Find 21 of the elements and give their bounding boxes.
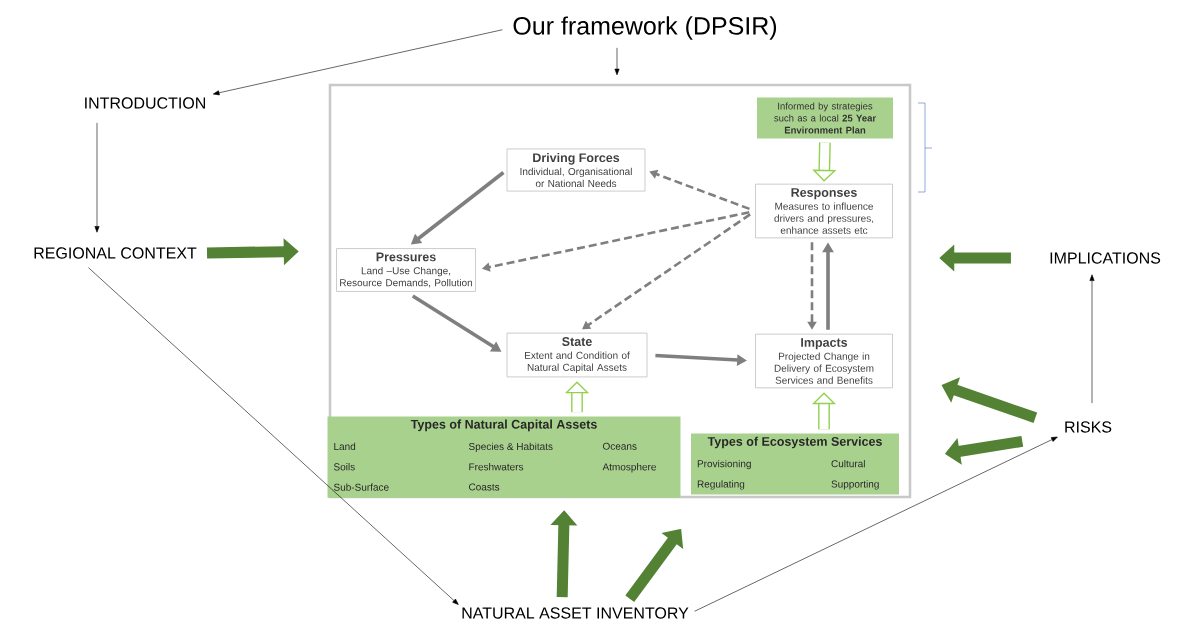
arrow	[213, 29, 503, 96]
label-text: INTRODUCTION	[85, 97, 205, 109]
title-text: Our framework (DPSIR)	[513, 16, 777, 40]
dashed-arrow	[582, 213, 751, 330]
label-text: IMPLICATIONS	[1050, 252, 1161, 264]
category-box: Types of Ecosystem Services Provisioning Cultural Regulating Supporting	[691, 433, 899, 495]
process-box: Driving Forces Individual, Organisational or National Needs	[506, 148, 646, 192]
label-text: NATURAL ASSET INVENTORY	[462, 607, 689, 619]
category-box: Types of Natural Capital Assets Land Species & Habitats Oceans Soils Freshwaters Atmosphere Sub-Surface Coasts	[327, 416, 681, 498]
info-box: Informed by strategies such as a local 25 Year Environment Plan	[757, 97, 893, 139]
label-text: RISKS	[1065, 421, 1112, 433]
process-box: Pressures Land –Use Change, Resource Demands, Pollution	[336, 248, 476, 292]
arrow	[94, 122, 100, 233]
process-box: State Extent and Condition of Natural Capital Assets	[506, 332, 648, 378]
label-text: REGIONAL CONTEXT	[34, 247, 197, 259]
arrow	[614, 47, 620, 76]
process-box: Impacts Projected Change in Delivery of Ecosystem Services and Benefits	[755, 333, 893, 389]
arrow	[694, 436, 1058, 612]
process-box: Responses Measures to influence drivers and pressures, enhance assets etc	[755, 183, 893, 239]
arrow	[88, 267, 459, 605]
arrow	[1089, 274, 1095, 404]
